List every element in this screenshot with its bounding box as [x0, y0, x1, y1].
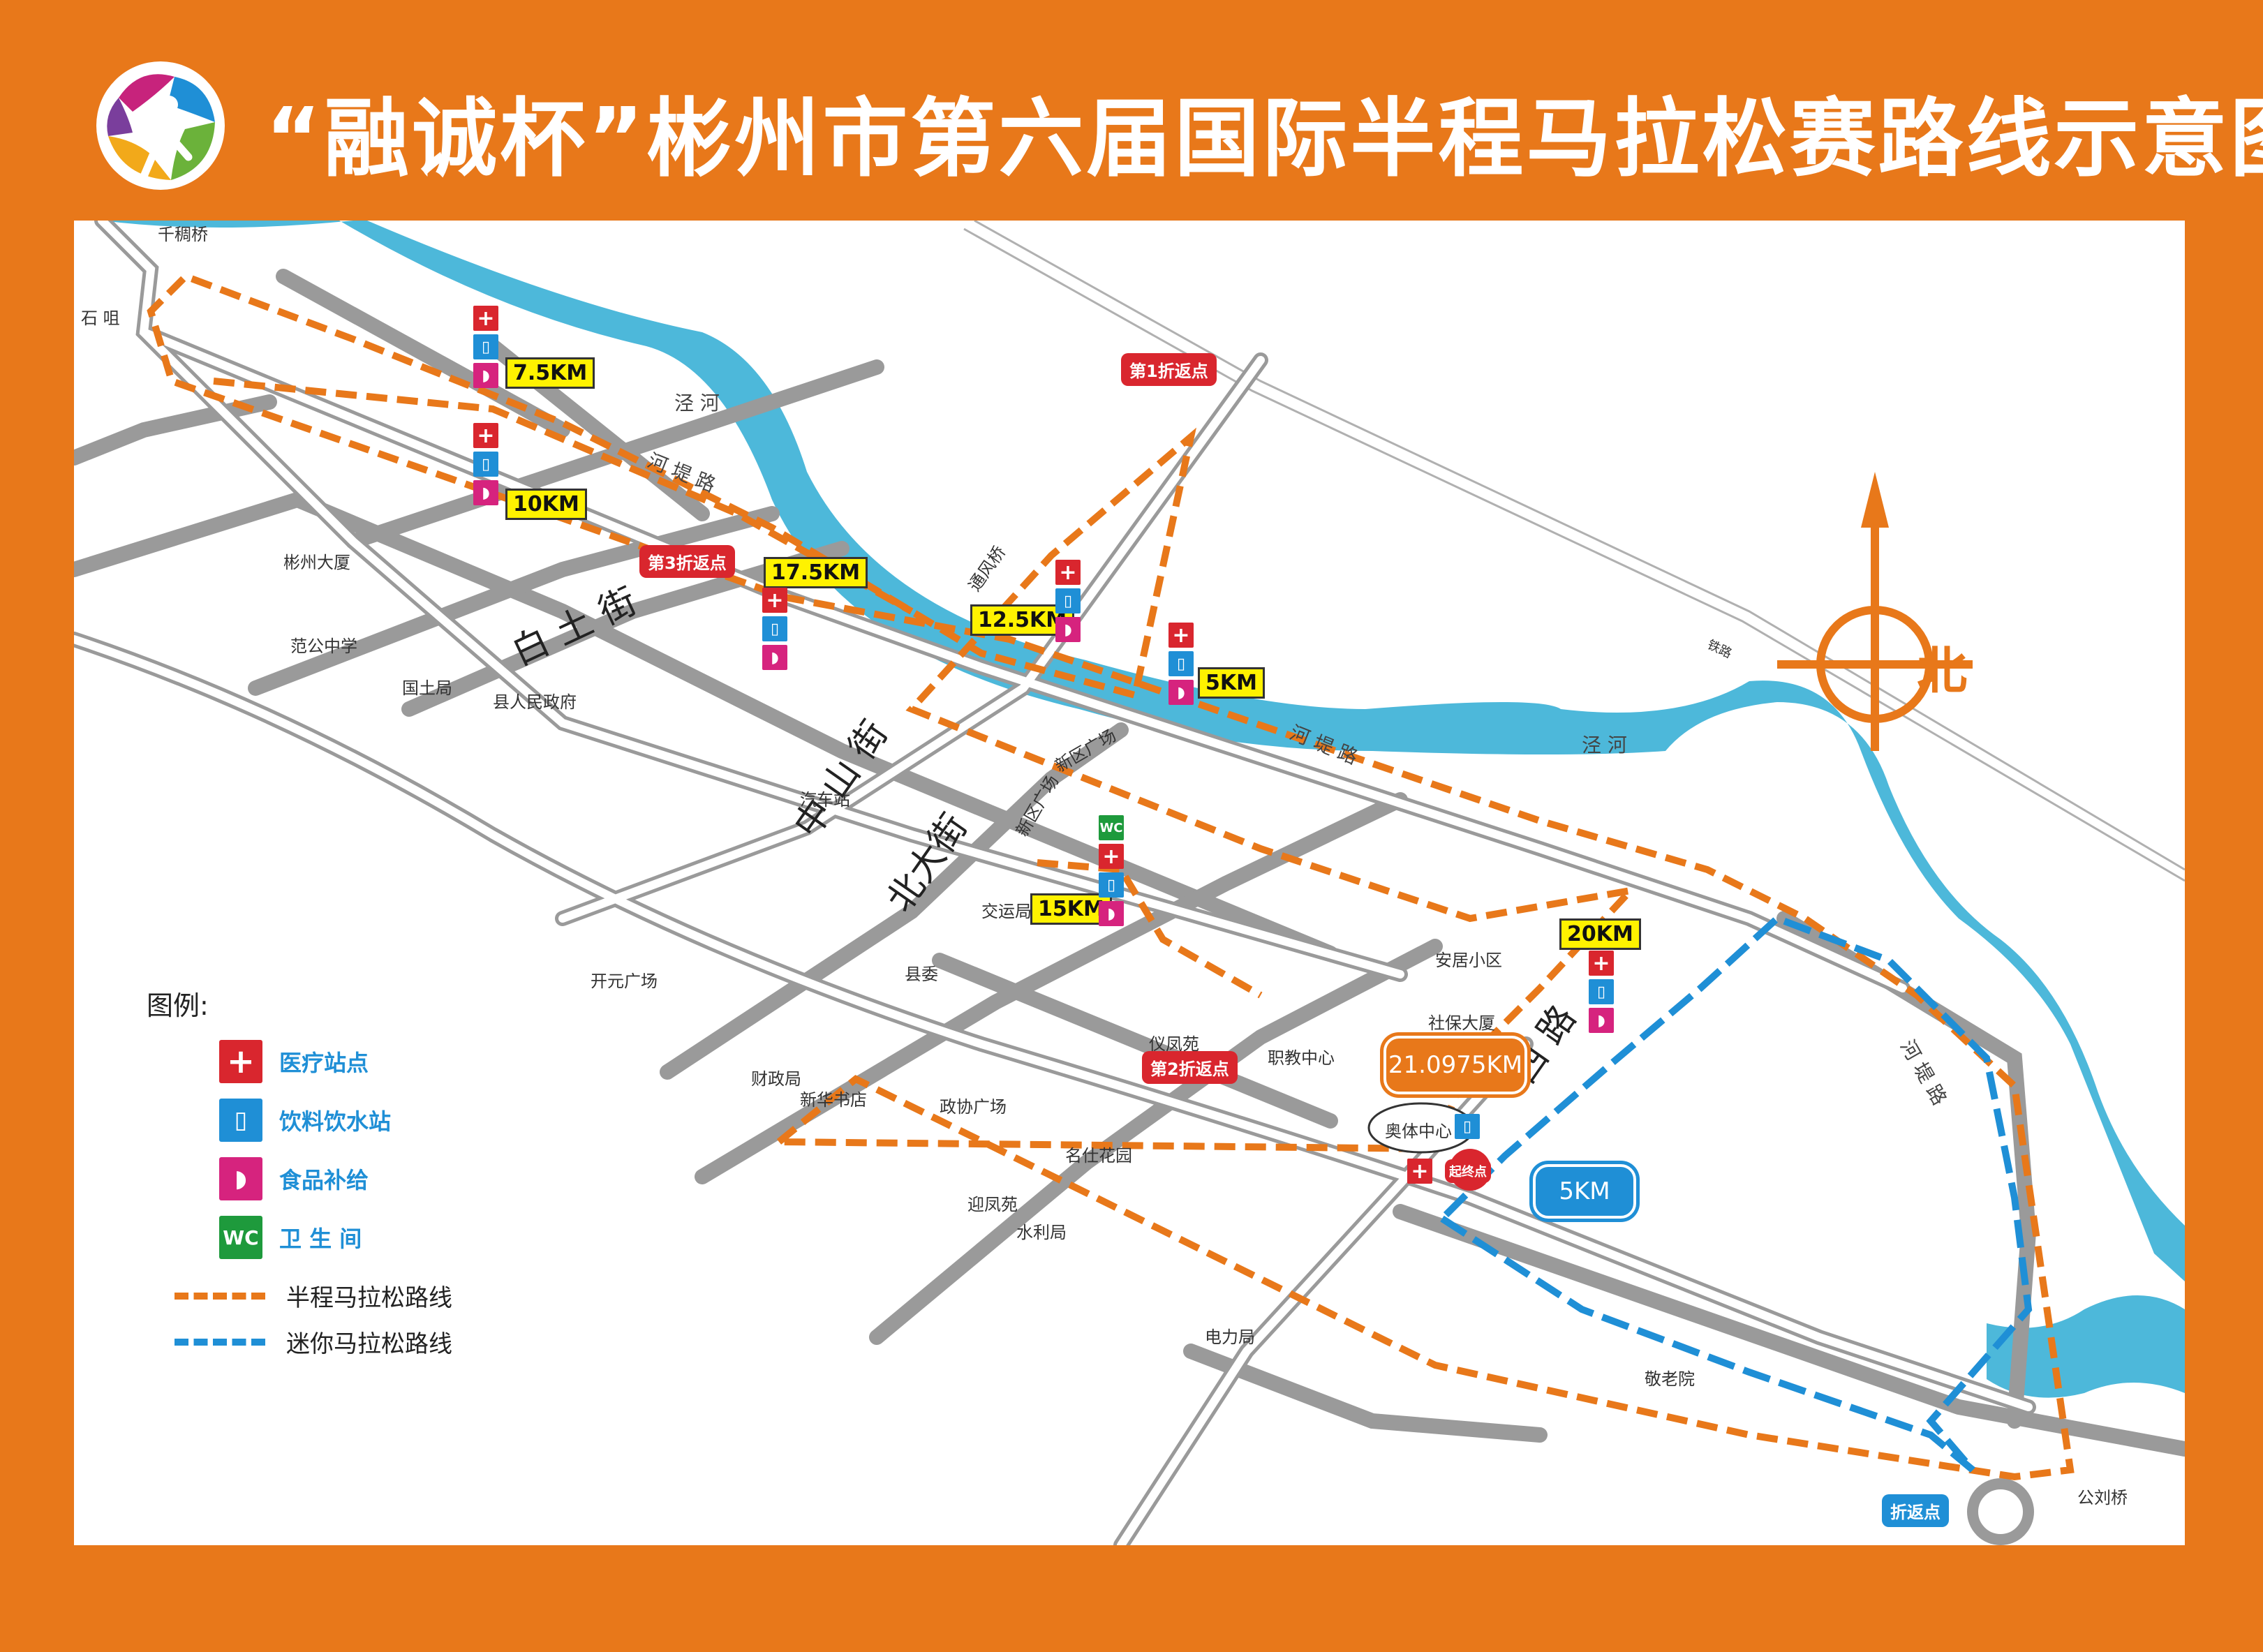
- drink-icon: ▯: [1168, 651, 1194, 676]
- label-river-1: 泾 河: [674, 392, 720, 415]
- medical-icon: +: [1055, 560, 1081, 585]
- mini-marathon-route: [1439, 914, 2033, 1473]
- turnaround-2: 第2折返点: [1142, 1051, 1238, 1084]
- label-zhengxie-square: 政协广场: [940, 1097, 1007, 1117]
- km-marker-5: 5KM: [1198, 667, 1265, 699]
- half-distance-box: 21.0975KM: [1383, 1036, 1527, 1094]
- medical-icon: +: [762, 588, 787, 613]
- legend-item-food: ◗ 食品补给: [219, 1157, 369, 1200]
- route-map: 北 千稠桥 石 咀 泾 河 泾 河 河 堤 路 河 堤 路 河 堤 路 白 土 …: [74, 221, 2185, 1545]
- medical-icon: +: [1099, 844, 1124, 869]
- mini-distance-box: 5KM: [1533, 1164, 1636, 1219]
- half-route-swatch: [175, 1292, 265, 1300]
- label-yingfeng-court-2: 仪凤苑: [1149, 1034, 1199, 1054]
- label-xinhua-bookstore: 新华书店: [800, 1090, 867, 1110]
- drink-icon: ▯: [1455, 1114, 1480, 1139]
- drink-icon: ▯: [473, 452, 498, 477]
- legend-item-drink: ▯ 饮料饮水站: [219, 1099, 391, 1142]
- railway-line: [974, 221, 2185, 871]
- legend-line-half: 半程马拉松路线: [175, 1279, 452, 1313]
- wc-icon: WC: [1099, 815, 1124, 840]
- km-marker-7-5: 7.5KM: [505, 357, 595, 389]
- food-icon: ◗: [473, 480, 498, 505]
- label-transport-bureau: 交运局: [981, 902, 1032, 921]
- food-icon: ◗: [762, 645, 787, 670]
- km-marker-10: 10KM: [505, 489, 587, 520]
- map-canvas: [74, 221, 2185, 1545]
- label-finance-bureau: 财政局: [751, 1069, 801, 1089]
- turnaround-3: 第3折返点: [639, 545, 735, 578]
- label-yingfeng-court: 迎凤苑: [967, 1195, 1018, 1214]
- label-river-2: 泾 河: [1582, 734, 1627, 757]
- legend-item-wc: WC 卫 生 间: [219, 1216, 362, 1259]
- drink-icon: ▯: [1055, 588, 1081, 613]
- turnaround-1: 第1折返点: [1121, 353, 1217, 386]
- drink-icon: ▯: [219, 1099, 262, 1142]
- legend-line-mini: 迷你马拉松路线: [175, 1325, 452, 1359]
- medical-icon: +: [1407, 1159, 1432, 1184]
- label-kaiyuan-square: 开元广场: [591, 972, 658, 991]
- food-icon: ◗: [219, 1157, 262, 1200]
- medical-icon: +: [1168, 623, 1194, 648]
- turnaround-mini: 折返点: [1882, 1494, 1949, 1527]
- medical-icon: +: [473, 423, 498, 448]
- label-social-security: 社保大厦: [1428, 1013, 1495, 1033]
- food-icon: ◗: [1589, 1008, 1614, 1033]
- header: “融诚杯”彬州市第六届国际半程马拉松赛路线示意图: [0, 0, 2263, 216]
- medical-icon: +: [1589, 951, 1614, 976]
- drink-icon: ▯: [1099, 872, 1124, 898]
- drink-icon: ▯: [1589, 979, 1614, 1004]
- label-fangong-middle: 范公中学: [290, 637, 357, 656]
- mini-route-swatch: [175, 1338, 265, 1346]
- label-anju-community: 安居小区: [1435, 951, 1502, 970]
- legend-label: 饮料饮水站: [279, 1108, 392, 1135]
- km-marker-20: 20KM: [1559, 918, 1641, 950]
- food-icon: ◗: [473, 363, 498, 388]
- label-county-committee: 县委: [905, 965, 938, 984]
- label-vocational-center: 职教中心: [1268, 1048, 1335, 1068]
- legend-label: 卫 生 间: [279, 1226, 362, 1252]
- north-label: 北: [1917, 641, 1968, 700]
- legend-line-label: 半程马拉松路线: [286, 1284, 452, 1312]
- label-bus-station: 汽车站: [800, 790, 850, 810]
- food-icon: ◗: [1099, 901, 1124, 926]
- legend-line-label: 迷你马拉松路线: [286, 1330, 452, 1358]
- drink-icon: ▯: [473, 334, 498, 359]
- legend-title: 图例:: [147, 990, 209, 1021]
- legend-label: 食品补给: [279, 1167, 369, 1193]
- label-qianyu-bridge: 千稠桥: [158, 225, 208, 244]
- compass-icon: [1777, 500, 1973, 751]
- drink-icon: ▯: [762, 616, 787, 641]
- label-binzhou-hotel: 彬州大厦: [283, 553, 350, 572]
- label-guotu-bureau: 国土局: [402, 678, 452, 698]
- marathon-logo: [96, 61, 225, 190]
- page-title: “融诚杯”彬州市第六届国际半程马拉松赛路线示意图: [265, 89, 2263, 188]
- food-icon: ◗: [1055, 617, 1081, 642]
- legend-label: 医疗站点: [279, 1050, 369, 1076]
- wc-icon: WC: [219, 1216, 262, 1259]
- medical-icon: +: [219, 1040, 262, 1083]
- label-sports-center: 奥体中心: [1385, 1122, 1452, 1141]
- label-water-bureau: 水利局: [1016, 1223, 1067, 1242]
- km-marker-17-5: 17.5KM: [764, 557, 868, 588]
- label-county-gov: 县人民政府: [493, 692, 577, 712]
- label-shiming: 石 咀: [81, 308, 120, 328]
- start-finish-label: 起终点: [1445, 1159, 1491, 1183]
- medical-icon: +: [473, 306, 498, 331]
- label-nursing-home: 敬老院: [1645, 1369, 1695, 1389]
- label-gongliu-bridge: 公刘桥: [2077, 1488, 2128, 1508]
- label-mingshi-garden: 名仕花园: [1065, 1146, 1132, 1166]
- legend-item-medical: + 医疗站点: [219, 1040, 369, 1083]
- food-icon: ◗: [1168, 680, 1194, 705]
- label-power-bureau: 电力局: [1205, 1327, 1255, 1347]
